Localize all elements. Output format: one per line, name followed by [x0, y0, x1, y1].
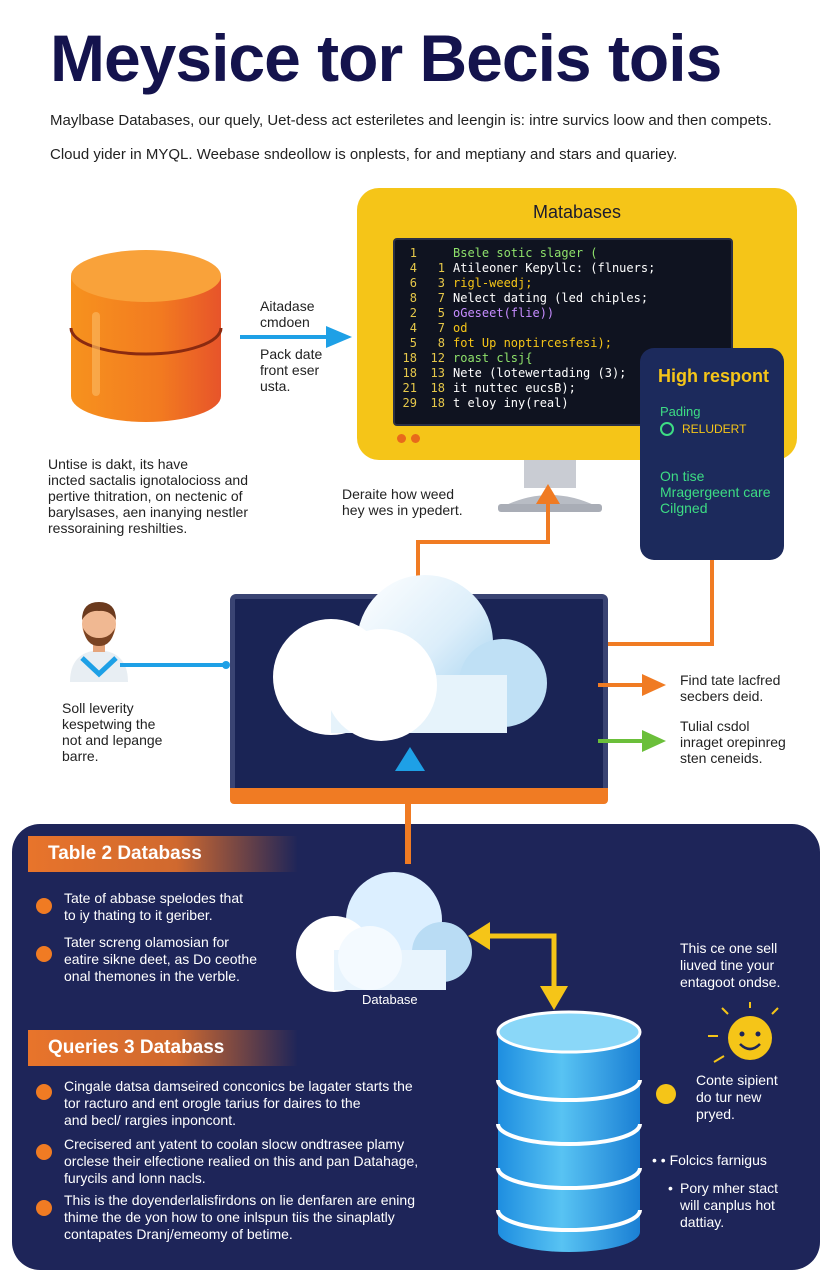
card-sub-1: Pading: [660, 404, 701, 419]
list-item: Tater screng olamosian for eatire sikne …: [64, 934, 258, 984]
db-desc-1: Untise is dakt, its have: [48, 456, 189, 472]
person-text-3: not and lepange: [62, 732, 163, 748]
monitor-led: [397, 434, 406, 443]
section-ribbon-queries: Queries 3 Databass: [28, 1030, 298, 1066]
database-panel: Table 2 Databass Tate of abbase spelodes…: [12, 804, 820, 1270]
cloud-label: Database: [362, 992, 418, 1007]
monitor-stand: [498, 458, 602, 512]
connector-lines: [416, 484, 714, 646]
yellow-double-arrow-icon: [468, 922, 568, 1010]
card-sub-5: Cilgned: [660, 500, 708, 516]
card-title: High respont: [658, 366, 769, 386]
db-desc-3: pertive thitration, on nectenic of: [48, 488, 243, 504]
blue-database-icon: [496, 1010, 642, 1252]
right-arrow-icon: [240, 326, 352, 348]
db-desc-4: barylsases, aen inanying nestler: [48, 504, 249, 520]
green-arrow-icon: [598, 730, 666, 752]
panel-right-note-1: This ce one sell liuved tine your entago…: [680, 940, 781, 990]
list-item: Cingale datsa damseired conconics be lag…: [64, 1078, 413, 1128]
small-cloud-icon: [296, 872, 472, 992]
panel-right-note-2: Conte sipient do tur new pryed.: [696, 1072, 778, 1122]
db-desc-5: ressoraining reshilties.: [48, 520, 188, 536]
cloud-monitor: [230, 575, 608, 798]
panel-right-note-3: • • Folcics farnigus: [652, 1152, 767, 1168]
monitor-title: Matabases: [532, 202, 622, 222]
database-cylinder-icon: [69, 250, 223, 422]
stand-label-1: Deraite how weed: [342, 486, 455, 502]
bullet-icon: [36, 898, 52, 914]
stand-label-2: hey wes in ypedert.: [342, 502, 463, 518]
card-sub-4: Mragergeent care: [660, 484, 771, 500]
right-label-a2: secbers deid.: [680, 688, 764, 704]
bullet-icon: [36, 946, 52, 962]
right-label-a1: Find tate lacfred: [680, 672, 781, 688]
sun-face-icon: [708, 1002, 779, 1063]
bullet-icon: •: [668, 1180, 673, 1196]
arrow-label-4: front eser: [260, 362, 320, 378]
bullet-icon: • •: [652, 1152, 670, 1168]
person-connector: [120, 661, 230, 669]
vertical-connector: [405, 804, 411, 864]
bullet-icon: [36, 1200, 52, 1216]
list-item: Tate of abbase spelodes that to iy thati…: [64, 890, 244, 923]
card-sub-2: RELUDERT: [682, 422, 747, 436]
cloud-monitor-base: [230, 788, 608, 804]
arrow-label-2: cmdoen: [260, 314, 310, 330]
list-item: Crecisered ant yatent to coolan slocw on…: [64, 1136, 419, 1186]
orange-arrow-icon: [598, 674, 666, 696]
up-arrow-icon: [395, 747, 425, 771]
person-text-1: Soll leverity: [62, 700, 134, 716]
section-ribbon-tables: Table 2 Databass: [28, 836, 298, 872]
person-text-2: kespetwing the: [62, 716, 156, 732]
clock-icon: [660, 422, 674, 436]
bullet-icon: [36, 1084, 52, 1100]
cloud-icon: [273, 575, 547, 741]
page-title: Meysice tor Becis tois: [50, 21, 722, 95]
card-sub-3: On tise: [660, 468, 705, 484]
person-avatar-icon: [70, 602, 128, 682]
yellow-dot-icon: [656, 1084, 676, 1104]
right-label-b2: inraget orepinreg: [680, 734, 786, 750]
db-desc-2: incted sactalis ignotalocioss and: [48, 472, 249, 488]
arrow-label-5: usta.: [260, 378, 291, 394]
bullet-icon: [36, 1144, 52, 1160]
intro-line-2: Cloud yider in MYQL. Weebase sndeollow i…: [50, 146, 678, 163]
intro-line-1: Maylbase Databases, our quely, Uet-dess …: [50, 112, 772, 129]
list-item: This is the doyenderlalisfirdons on lie …: [64, 1192, 415, 1242]
right-label-b3: sten ceneids.: [680, 750, 763, 766]
panel-right-note-4: Pory mher stact will canplus hot dattiay…: [680, 1180, 779, 1230]
arrow-label-1: Aitadase: [260, 298, 315, 314]
high-respont-card: High respont Pading RELUDERT On tise Mra…: [640, 348, 784, 560]
arrow-label-3: Pack date: [260, 346, 323, 362]
right-label-b1: Tulial csdol: [680, 718, 750, 734]
person-text-4: barre.: [62, 748, 99, 764]
monitor-led: [411, 434, 420, 443]
